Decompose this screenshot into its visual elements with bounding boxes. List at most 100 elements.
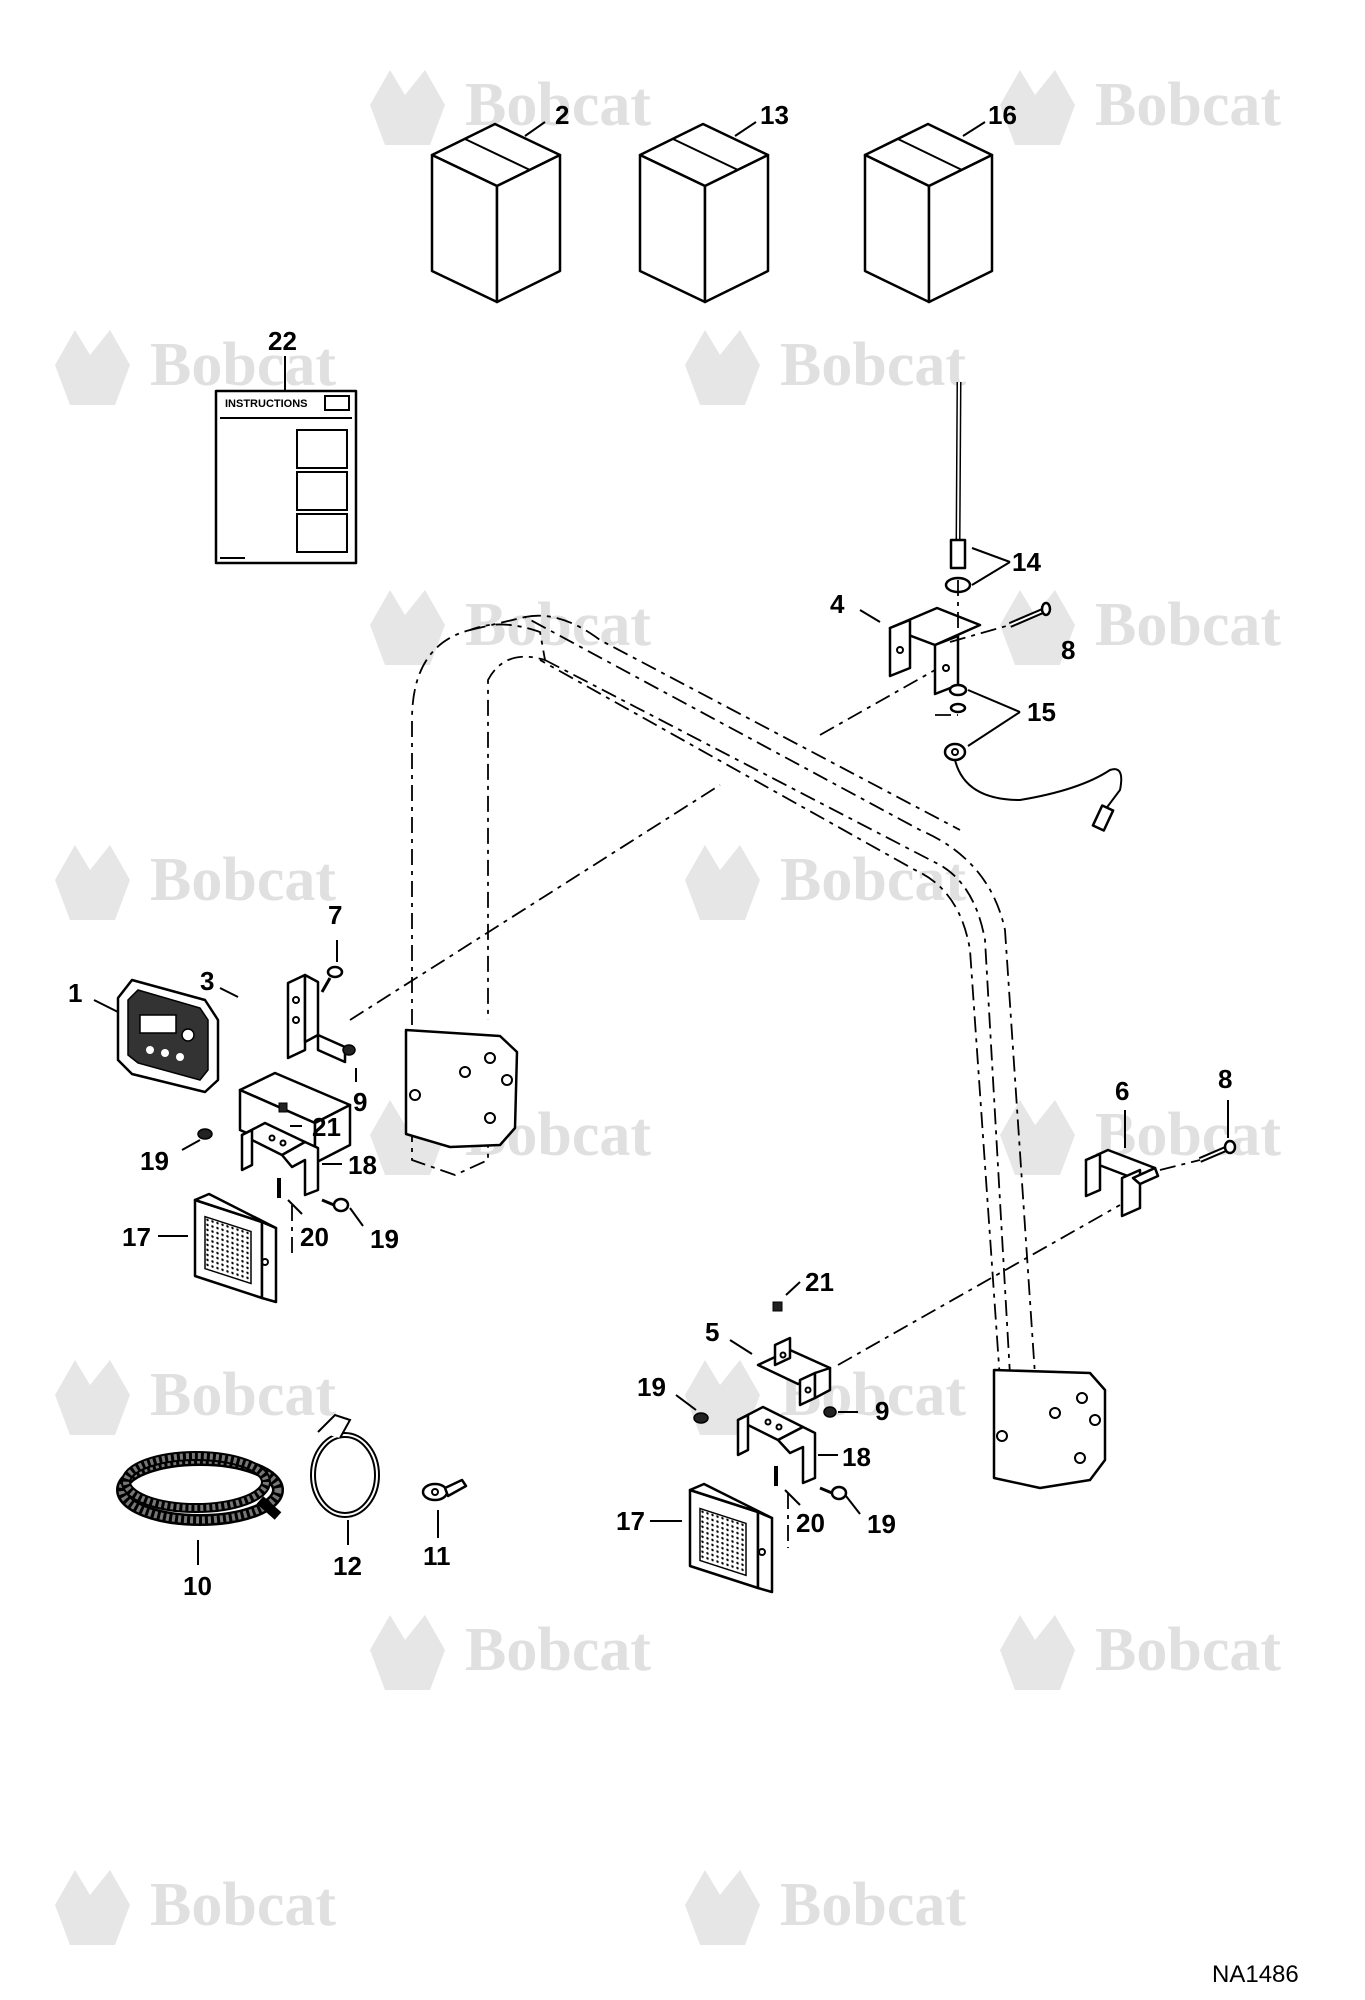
ring-terminal-icon <box>421 1478 468 1502</box>
watermark-text: Bobcat <box>1095 71 1281 139</box>
callout-19-left-b: 19 <box>370 1224 399 1254</box>
callout-19-left-a: 19 <box>140 1146 169 1176</box>
watermark-6: Bobcat <box>1000 590 1281 665</box>
callout-20-right: 20 <box>796 1508 825 1538</box>
nut-21-left-icon <box>278 1102 288 1113</box>
callout-18-left: 18 <box>348 1150 377 1180</box>
callout-10: 10 <box>183 1571 212 1601</box>
callout-3: 3 <box>200 966 214 996</box>
leader-lines <box>93 121 1229 1565</box>
callout-4: 4 <box>830 589 845 619</box>
figure-code: NA1486 <box>1212 1961 1299 1988</box>
callout-13: 13 <box>760 100 789 130</box>
bobcat-logo-icon <box>1000 1615 1075 1690</box>
bobcat-logo-icon <box>55 330 130 405</box>
watermark-layer: Bobcat Bobcat Bobcat Bobcat Bobcat Bobca… <box>55 70 1281 1945</box>
frame-bracket-right-icon <box>1084 1148 1160 1218</box>
box-13-icon <box>638 122 770 304</box>
watermark-text: Bobcat <box>780 1871 966 1939</box>
wire-harness-icon <box>116 1451 284 1526</box>
bobcat-logo-icon <box>55 1870 130 1945</box>
antenna-bracket-icon <box>888 606 982 696</box>
callout-8-top: 8 <box>1061 635 1075 665</box>
callout-9-left: 9 <box>353 1087 367 1117</box>
bobcat-logo-icon <box>685 845 760 920</box>
callout-11: 11 <box>423 1541 451 1571</box>
watermark-4: Bobcat <box>685 330 966 405</box>
callout-7: 7 <box>328 900 342 930</box>
callout-16: 16 <box>988 100 1017 130</box>
callout-6: 6 <box>1115 1076 1129 1106</box>
watermark-8: Bobcat <box>685 845 966 920</box>
speaker-left-icon <box>193 1192 278 1304</box>
bobcat-logo-icon <box>370 70 445 145</box>
callout-21-left: 21 <box>312 1112 341 1142</box>
bobcat-logo-icon <box>370 590 445 665</box>
watermark-text: Bobcat <box>150 1871 336 1939</box>
antenna-nuts-icon <box>943 683 968 762</box>
callout-21-right: 21 <box>805 1267 834 1297</box>
assembly-lines <box>291 580 1201 1548</box>
speaker-mount-bracket-icon <box>756 1336 832 1407</box>
callout-2: 2 <box>555 100 569 130</box>
speaker-bracket-right-icon <box>736 1405 817 1485</box>
callout-20-left: 20 <box>300 1222 329 1252</box>
callout-15: 15 <box>1027 697 1056 727</box>
callout-layer: 2 13 16 22 14 4 8 15 7 3 1 9 21 19 18 17… <box>68 100 1232 1601</box>
watermark-text: Bobcat <box>150 331 336 399</box>
nut-19-right-a-icon <box>693 1412 709 1424</box>
callout-8-right: 8 <box>1218 1064 1232 1094</box>
box-16-icon <box>863 122 994 304</box>
bobcat-logo-icon <box>370 1615 445 1690</box>
instructions-sheet-icon: INSTRUCTIONS <box>214 389 358 565</box>
speaker-bracket-left-icon <box>240 1121 320 1197</box>
nut-9-right-icon <box>823 1406 837 1418</box>
watermark-2: Bobcat <box>1000 70 1281 145</box>
rops-frame <box>411 614 1036 1382</box>
bobcat-logo-icon <box>55 845 130 920</box>
callout-18-right: 18 <box>842 1442 871 1472</box>
antenna-icon <box>944 381 972 594</box>
callout-9-right: 9 <box>875 1396 889 1426</box>
callout-12: 12 <box>333 1551 362 1581</box>
bobcat-logo-icon <box>685 1870 760 1945</box>
hose-clamp-icon <box>310 1413 380 1518</box>
radio-bracket-icon <box>286 973 347 1064</box>
screw-7-icon <box>320 965 344 993</box>
watermark-11: Bobcat <box>55 1360 336 1435</box>
nut-21-right-icon <box>772 1301 783 1312</box>
box-2-icon <box>430 122 562 304</box>
callout-1: 1 <box>68 978 82 1008</box>
callout-19-right-b: 19 <box>867 1509 896 1539</box>
bolt-top-icon <box>1008 601 1052 628</box>
watermark-text: Bobcat <box>1095 1616 1281 1684</box>
watermark-text: Bobcat <box>465 1616 651 1684</box>
bobcat-logo-icon <box>1000 590 1075 665</box>
callout-5: 5 <box>705 1317 719 1347</box>
callout-19-right-a: 19 <box>637 1372 666 1402</box>
watermark-3: Bobcat <box>55 330 336 405</box>
watermark-text: Bobcat <box>1095 591 1281 659</box>
watermark-text: Bobcat <box>150 846 336 914</box>
frame-foot-left <box>404 1028 519 1149</box>
watermark-text: Bobcat <box>150 1361 336 1429</box>
callout-22: 22 <box>268 326 297 356</box>
bobcat-logo-icon <box>55 1360 130 1435</box>
nut-19-left-a-icon <box>197 1128 213 1140</box>
bobcat-logo-icon <box>685 330 760 405</box>
bobcat-logo-icon <box>1000 1100 1075 1175</box>
watermark-16: Bobcat <box>685 1870 966 1945</box>
watermark-14: Bobcat <box>1000 1615 1281 1690</box>
callout-14: 14 <box>1012 547 1041 577</box>
instructions-label: INSTRUCTIONS <box>225 398 308 410</box>
watermark-5: Bobcat <box>370 590 651 665</box>
bolt-right-icon <box>1198 1139 1237 1163</box>
frame-foot-right <box>992 1368 1107 1490</box>
watermark-text: Bobcat <box>780 846 966 914</box>
radio-icon <box>116 978 220 1094</box>
callout-17-right: 17 <box>616 1506 645 1536</box>
nut-9-left-icon <box>342 1044 356 1056</box>
watermark-text: Bobcat <box>780 331 966 399</box>
